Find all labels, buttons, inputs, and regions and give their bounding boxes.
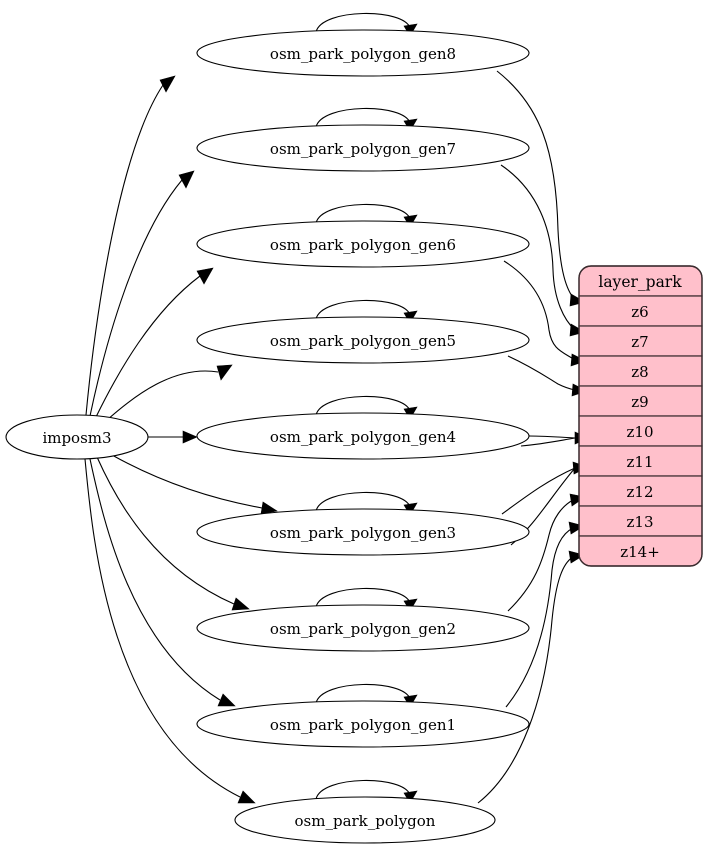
row-z9[interactable] — [578, 385, 703, 417]
arrowhead-gen5 — [216, 364, 233, 381]
edge-imposm3-gen7 — [89, 179, 183, 417]
edge-gen2-z12 — [507, 499, 574, 612]
node-gen1[interactable]: osm_park_polygon_gen1 — [196, 700, 530, 748]
row-z10-label: z10 — [627, 423, 654, 441]
gen1-label: osm_park_polygon_gen1 — [270, 716, 456, 734]
edge-gen8-z6 — [496, 70, 576, 301]
row-z6-label: z6 — [631, 303, 648, 321]
arrowhead-gen4 — [182, 430, 198, 444]
row-z8-label: z8 — [631, 363, 648, 381]
arrowhead-gen6 — [196, 267, 214, 285]
layer-table-outline — [578, 265, 703, 567]
edges-from-source — [84, 75, 278, 804]
imposm3-label: imposm3 — [42, 429, 111, 447]
row-z9-label: z9 — [631, 393, 648, 411]
gen8-label: osm_park_polygon_gen8 — [270, 45, 456, 63]
row-z12-label: z12 — [627, 483, 654, 501]
edge-gen7-z7 — [500, 164, 576, 331]
arrowhead-gen2 — [231, 597, 250, 611]
self-loop-gen5 — [315, 299, 411, 320]
gen3-label: osm_park_polygon_gen3 — [270, 524, 456, 542]
edge-gen4-z10 — [520, 437, 576, 447]
edge-gen5-z9 — [507, 355, 576, 391]
gen8-ellipse[interactable] — [196, 29, 530, 77]
node-imposm3[interactable]: imposm3 — [5, 414, 149, 460]
gen2-ellipse[interactable] — [196, 604, 530, 652]
layer-header-label: layer_park — [598, 273, 682, 291]
node-gen5[interactable]: osm_park_polygon_gen5 — [196, 316, 530, 364]
row-z7-label: z7 — [631, 333, 648, 351]
self-loop-gen3 — [315, 491, 411, 512]
arrowhead-gen7 — [178, 170, 195, 189]
node-gen4[interactable]: osm_park_polygon_gen4 — [196, 412, 530, 460]
self-loop-gen1 — [315, 683, 411, 704]
layer-park-table[interactable]: layer_park z6 z7 z8 z9 z10 z11 z12 z13 z… — [578, 265, 703, 567]
node-gen7[interactable]: osm_park_polygon_gen7 — [196, 124, 530, 172]
gen6-ellipse[interactable] — [196, 220, 530, 268]
node-gen6[interactable]: osm_park_polygon_gen6 — [196, 220, 530, 268]
gen5-ellipse[interactable] — [196, 316, 530, 364]
row-z14plus-label: z14+ — [620, 543, 660, 561]
edge-imposm3-gen3 — [111, 454, 263, 509]
edge-gen3-z11 — [501, 467, 576, 515]
base-ellipse[interactable] — [234, 796, 496, 844]
gen5-label: osm_park_polygon_gen5 — [270, 332, 456, 350]
gen2-label: osm_park_polygon_gen2 — [270, 620, 456, 638]
edge-gen6-z8 — [503, 260, 576, 361]
self-loop-gen2 — [315, 587, 411, 608]
gen6-label: osm_park_polygon_gen6 — [270, 236, 456, 254]
row-z8[interactable] — [578, 355, 703, 387]
node-gen8[interactable]: osm_park_polygon_gen8 — [196, 29, 530, 77]
self-loop-base — [315, 779, 411, 800]
base-label: osm_park_polygon — [295, 812, 436, 830]
gen7-label: osm_park_polygon_gen7 — [270, 140, 456, 158]
gen4-label: osm_park_polygon_gen4 — [270, 428, 456, 446]
self-loops — [315, 12, 418, 804]
edge-imposm3-gen1 — [89, 458, 221, 701]
imposm3-ellipse[interactable] — [5, 414, 149, 460]
arrowhead-gen1 — [217, 693, 236, 707]
edges-to-layer-table — [477, 70, 590, 804]
edge-gen4-z10-b — [528, 435, 576, 439]
gen7-ellipse[interactable] — [196, 124, 530, 172]
edge-imposm3-gen5 — [106, 370, 219, 421]
self-loop-gen7 — [315, 107, 411, 128]
edge-imposm3-base — [84, 458, 241, 798]
node-gen3[interactable]: osm_park_polygon_gen3 — [196, 508, 530, 556]
edge-base-z14 — [477, 556, 574, 804]
self-loop-gen4 — [315, 395, 411, 416]
edge-imposm3-gen8 — [85, 84, 164, 416]
arrowhead-base — [237, 790, 256, 804]
self-loop-gen6 — [315, 203, 411, 224]
node-gen2[interactable]: osm_park_polygon_gen2 — [196, 604, 530, 652]
gen4-ellipse[interactable] — [196, 412, 530, 460]
edge-gen1-z13 — [505, 527, 574, 708]
edge-imposm3-gen2 — [96, 456, 235, 605]
edge-imposm3-gen6 — [95, 275, 201, 418]
gen3-ellipse[interactable] — [196, 508, 530, 556]
arrowhead-gen8 — [159, 75, 176, 93]
gen1-ellipse[interactable] — [196, 700, 530, 748]
row-z13-label: z13 — [627, 513, 654, 531]
self-loop-gen8 — [315, 12, 411, 33]
node-base[interactable]: osm_park_polygon — [234, 796, 496, 844]
row-z11-label: z11 — [627, 453, 654, 471]
